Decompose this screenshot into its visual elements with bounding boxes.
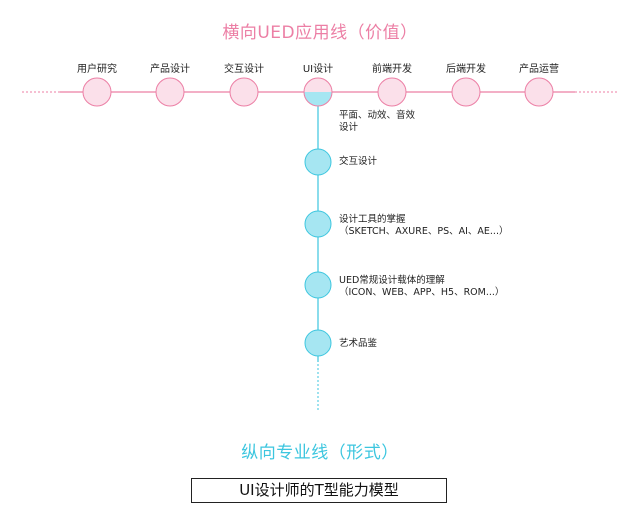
skill-label-line: 设计 (339, 122, 359, 133)
skill-label-line: 艺术品鉴 (339, 338, 378, 349)
skill-label-design-tools: 设计工具的掌握 （SKETCH、AXURE、PS、AI、AE...） (339, 214, 508, 238)
stage-node-product-ops (524, 77, 554, 107)
stage-node-user-research (82, 77, 112, 107)
skill-label-line: （SKETCH、AXURE、PS、AI、AE...） (339, 226, 509, 237)
stage-node-backend-dev (451, 77, 481, 107)
stage-node-frontend-dev (377, 77, 407, 107)
skill-node-art-appreciation (304, 329, 332, 357)
skill-label-line: 平面、动效、音效 (339, 110, 416, 121)
stage-label-product-ops: 产品运营 (519, 64, 559, 75)
skill-label-line: 设计工具的掌握 (339, 214, 406, 225)
stage-label-product-design: 产品设计 (150, 64, 190, 75)
skill-node-ued-carriers (304, 271, 332, 299)
skill-node-design-tools (304, 210, 332, 238)
skill-label-art-appreciation: 艺术品鉴 (339, 338, 377, 350)
skill-label-line: UED常规设计载体的理解 (339, 275, 445, 286)
horizontal-line-title: 横向UED应用线（价值） (222, 23, 418, 43)
stage-label-backend-dev: 后端开发 (446, 64, 486, 75)
stage-label-ui-design: UI设计 (302, 64, 334, 75)
stage-node-interaction-design (229, 77, 259, 107)
skill-label-line: 交互设计 (339, 156, 378, 167)
skill-label-ued-carriers: UED常规设计载体的理解 （ICON、WEB、APP、H5、ROM...） (339, 275, 504, 299)
stage-node-product-design (155, 77, 185, 107)
stage-label-interaction-design: 交互设计 (224, 64, 264, 75)
diagram-caption: UI设计师的T型能力模型 (191, 478, 447, 503)
skill-label-graphics-motion-sound: 平面、动效、音效 设计 (339, 110, 415, 134)
vertical-line-title: 纵向专业线（形式） (241, 443, 399, 463)
skill-label-interaction-design: 交互设计 (339, 156, 377, 168)
skill-label-line: （ICON、WEB、APP、H5、ROM...） (339, 287, 505, 298)
stage-label-user-research: 用户研究 (77, 64, 117, 75)
skill-node-interaction-design (304, 148, 332, 176)
stage-node-ui-design (303, 77, 333, 107)
stage-label-frontend-dev: 前端开发 (372, 64, 412, 75)
